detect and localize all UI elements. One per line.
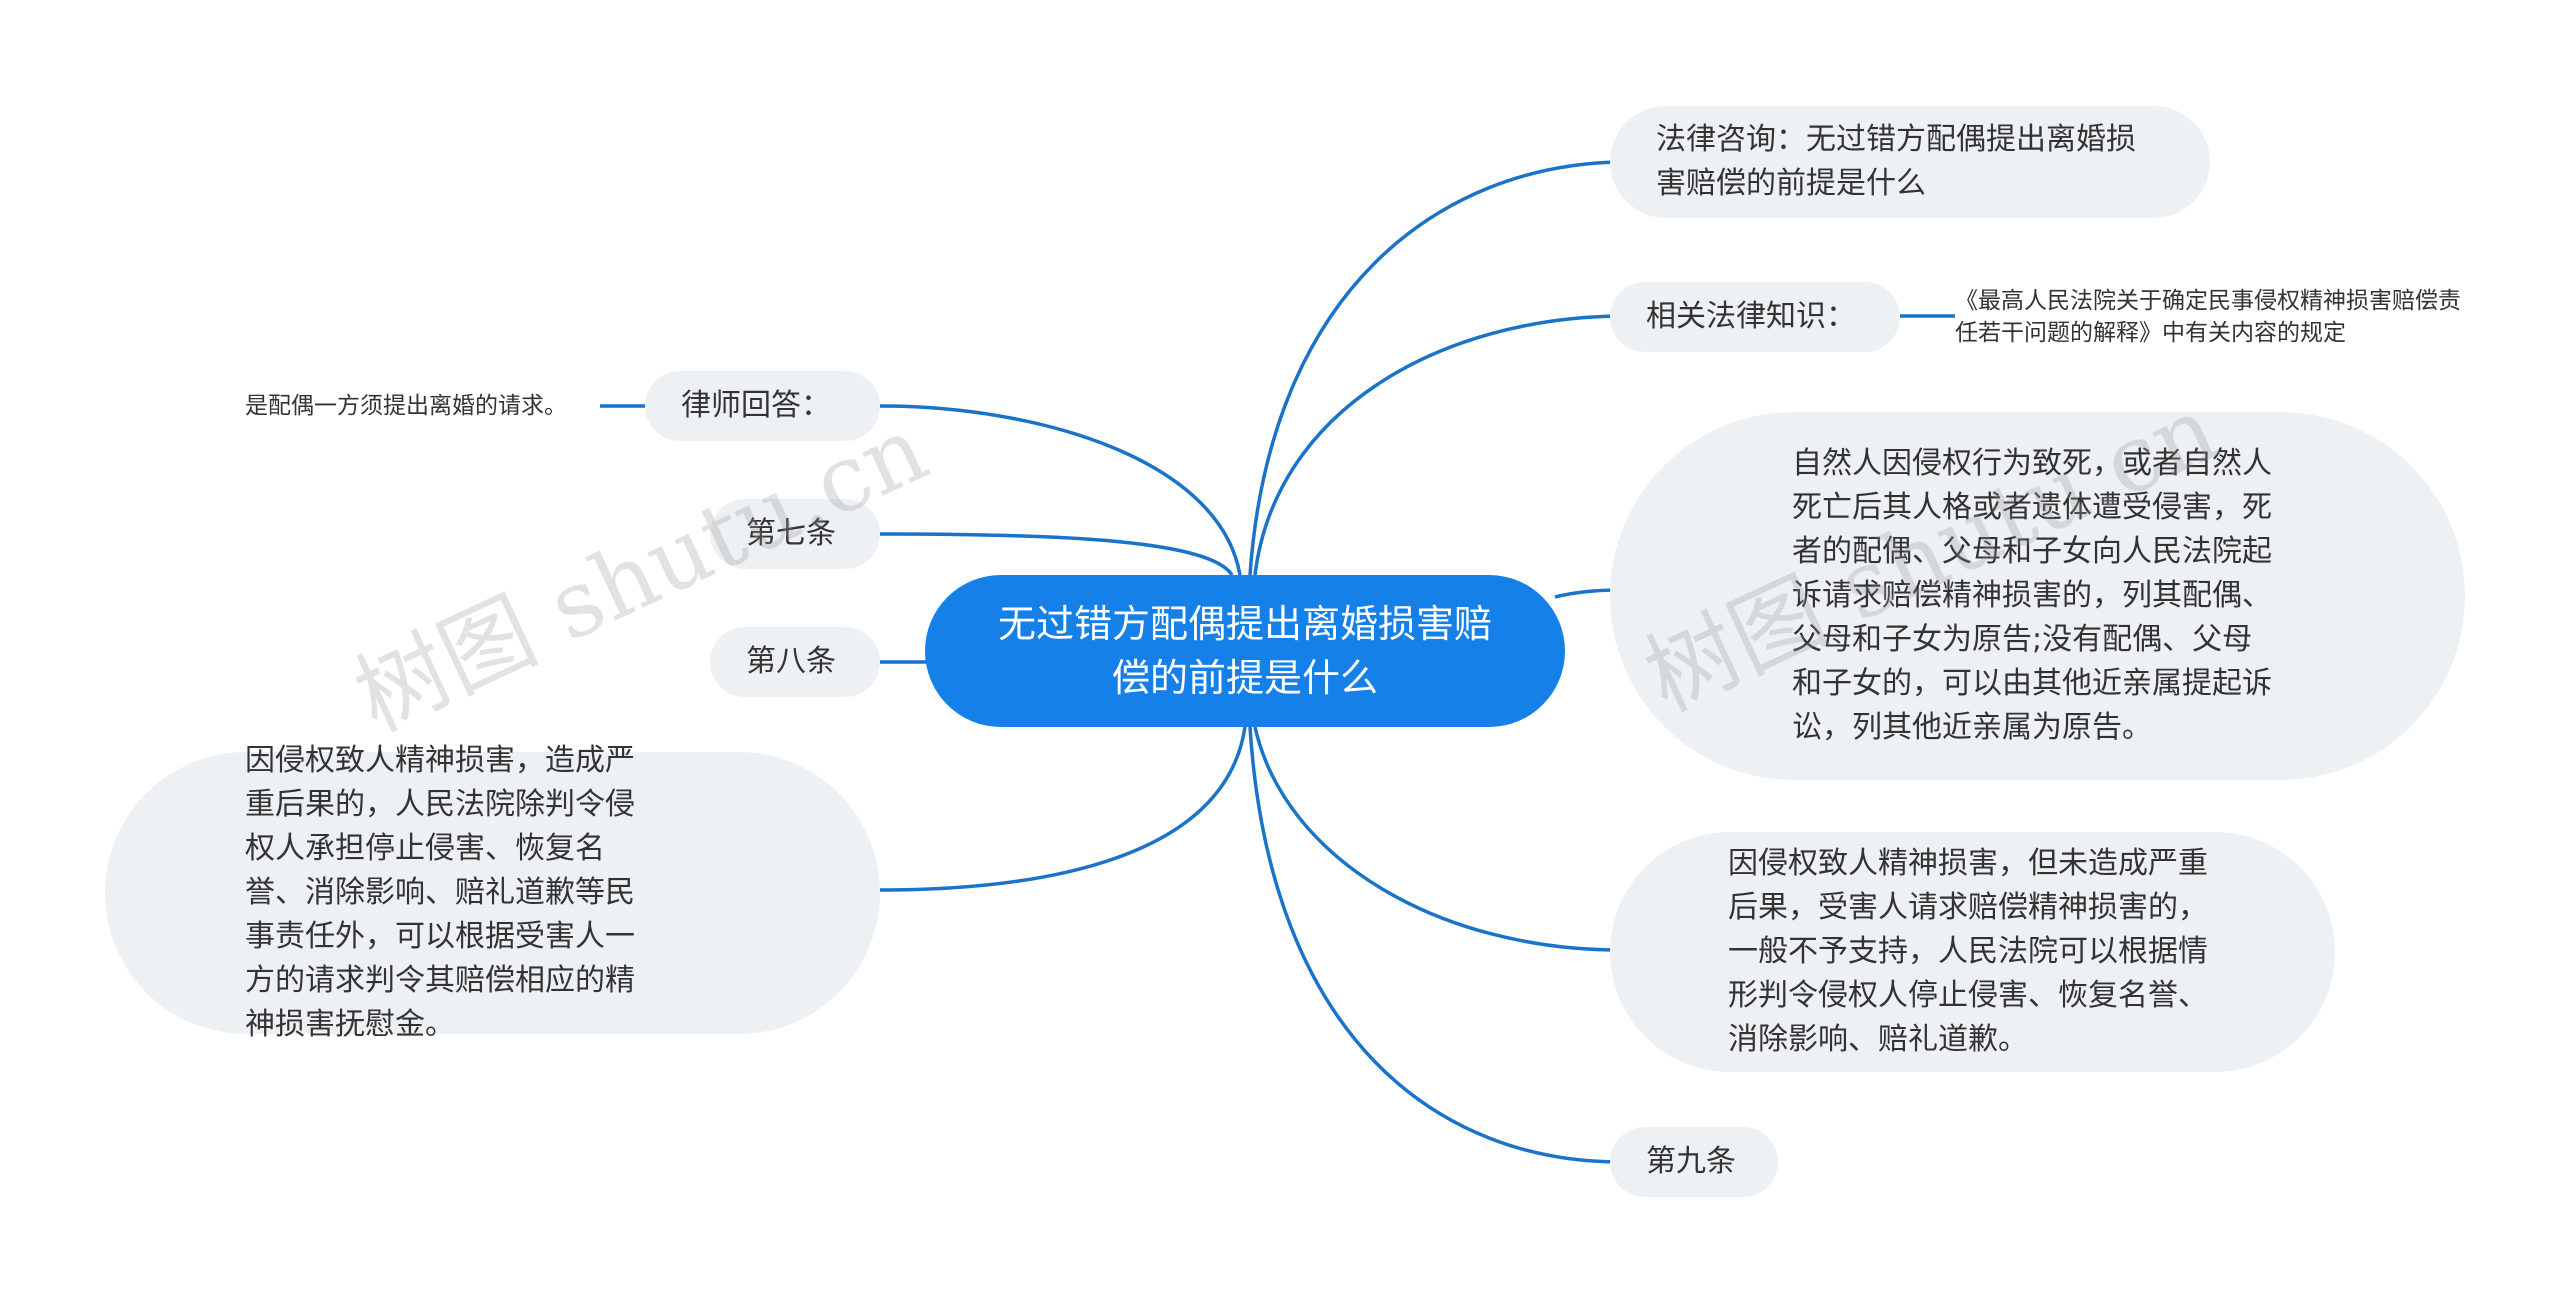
edge-article9 (1248, 726, 1621, 1164)
node-article-8-text: 第八条 (746, 644, 836, 679)
node-no-serious-clause-text: 因侵权致人精神损害，但未造成严重后果，受害人请求赔偿精神损害的，一般不予支持，人… (1728, 846, 2208, 1057)
node-serious-clause-text: 因侵权致人精神损害，造成严重后果的，人民法院除判令侵权人承担停止侵害、恢复名誉、… (245, 743, 635, 1042)
node-article-7[interactable]: 第七条 (710, 499, 880, 569)
node-article-9-text: 第九条 (1646, 1144, 1736, 1179)
node-death-clause-text: 自然人因侵权行为致死，或者自然人死亡后其人格或者遗体遭受侵害，死者的配偶、父母和… (1792, 446, 2272, 745)
root-topic[interactable]: 无过错方配偶提出离婚损害赔偿的前提是什么 (925, 575, 1565, 727)
node-knowledge-detail[interactable]: 《最高人民法院关于确定民事侵权精神损害赔偿责任若干问题的解释》中有关内容的规定 (1955, 284, 2475, 350)
node-lawyer-answer[interactable]: 律师回答： (645, 371, 880, 441)
edge-knowledge (1253, 314, 1621, 576)
node-legal-knowledge[interactable]: 相关法律知识： (1610, 282, 1900, 352)
node-article-9[interactable]: 第九条 (1610, 1127, 1778, 1197)
edge-serious (879, 726, 1247, 892)
node-legal-knowledge-text: 相关法律知识： (1646, 299, 1856, 334)
node-lawyer-answer-detail-text: 是配偶一方须提出离婚的请求。 (245, 393, 567, 419)
node-legal-consult-text: 法律咨询：无过错方配偶提出离婚损害赔偿的前提是什么 (1656, 122, 2136, 201)
edge-lawyer (879, 404, 1242, 576)
node-death-clause[interactable]: 自然人因侵权行为致死，或者自然人死亡后其人格或者遗体遭受侵害，死者的配偶、父母和… (1610, 412, 2465, 780)
node-legal-consult[interactable]: 法律咨询：无过错方配偶提出离婚损害赔偿的前提是什么 (1610, 106, 2210, 218)
root-topic-title: 无过错方配偶提出离婚损害赔偿的前提是什么 (997, 602, 1492, 700)
edge-consult (1248, 160, 1621, 576)
node-no-serious-clause[interactable]: 因侵权致人精神损害，但未造成严重后果，受害人请求赔偿精神损害的，一般不予支持，人… (1610, 832, 2335, 1072)
node-lawyer-answer-detail[interactable]: 是配偶一方须提出离婚的请求。 (245, 390, 600, 422)
edge-article7 (879, 532, 1234, 577)
edge-no-serious (1253, 726, 1621, 952)
node-article-8[interactable]: 第八条 (710, 627, 880, 697)
node-serious-clause[interactable]: 因侵权致人精神损害，造成严重后果的，人民法院除判令侵权人承担停止侵害、恢复名誉、… (105, 743, 880, 1042)
node-lawyer-answer-text: 律师回答： (681, 388, 831, 423)
node-knowledge-detail-text: 《最高人民法院关于确定民事侵权精神损害赔偿责任若干问题的解释》中有关内容的规定 (1955, 288, 2461, 346)
node-article-7-text: 第七条 (746, 516, 836, 551)
